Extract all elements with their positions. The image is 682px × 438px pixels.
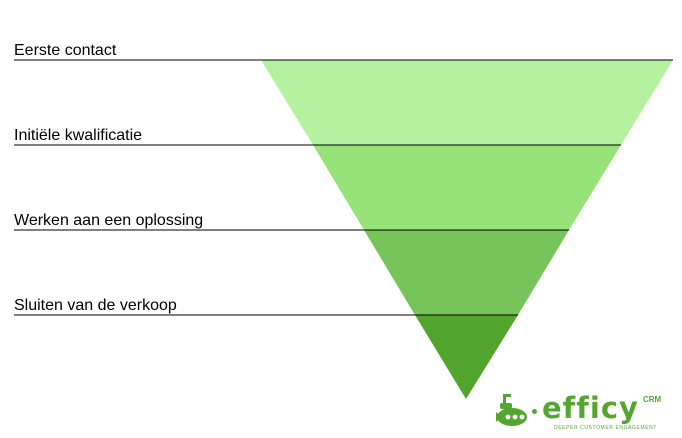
- logo-crm-suffix: CRM: [643, 395, 662, 404]
- funnel-segment-sluiten-van-de-verkoop: [415, 315, 518, 399]
- stage-label-werken-aan-een-oplossing: Werken aan een oplossing: [14, 212, 204, 229]
- logo-dot: [532, 409, 537, 414]
- stage-label-initiele-kwalificatie: Initiële kwalificatie: [14, 127, 143, 144]
- stage-label-sluiten-van-de-verkoop: Sluiten van de verkoop: [14, 297, 177, 314]
- efficy-logo: efficy CRM DEEPER CUSTOMER ENGAGEMENT: [494, 392, 674, 434]
- funnel-segment-eerste-contact: [261, 60, 673, 145]
- submarine-icon: [496, 394, 527, 426]
- logo-tagline: DEEPER CUSTOMER ENGAGEMENT: [554, 425, 658, 431]
- funnel-segment-werken-aan-een-oplossing: [364, 230, 569, 315]
- stage-label-eerste-contact: Eerste contact: [14, 42, 117, 59]
- funnel-segment-initiele-kwalificatie: [313, 145, 621, 230]
- logo-wordmark: efficy: [542, 391, 639, 425]
